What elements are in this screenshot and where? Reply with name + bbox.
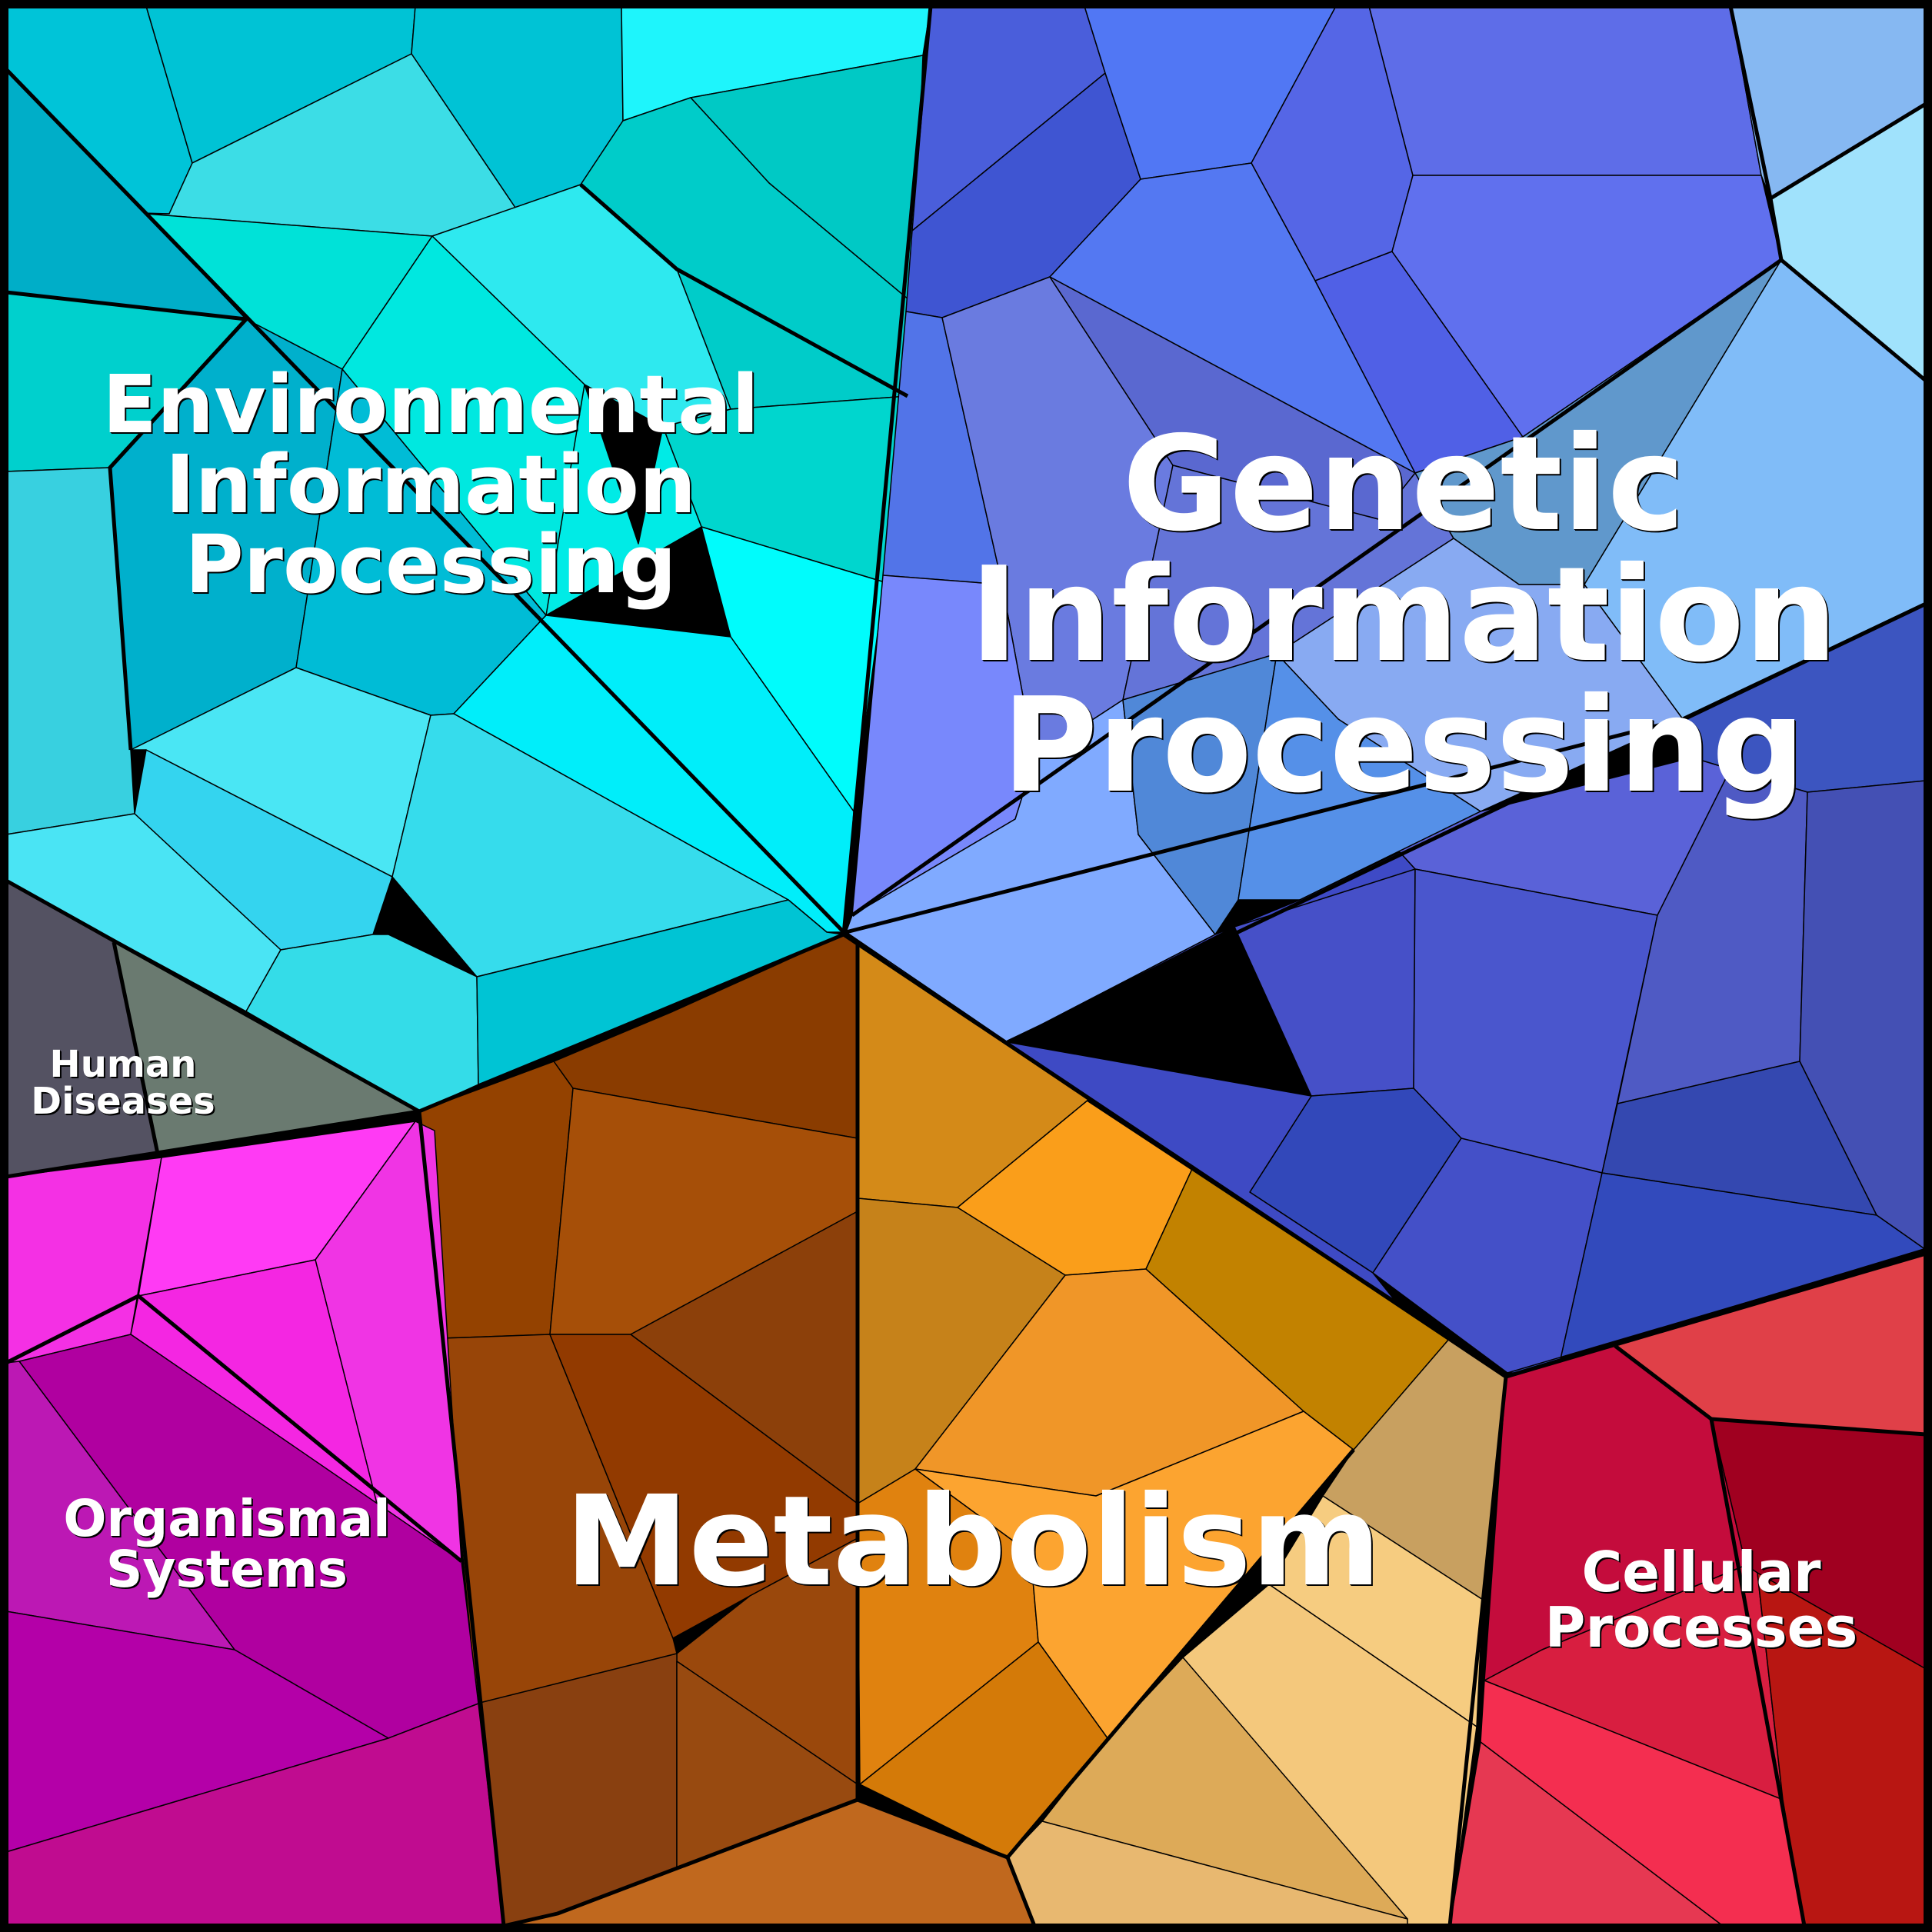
cells-layer [5, 5, 1927, 1927]
category-border-line [503, 1797, 858, 1928]
category-border-line [1505, 1251, 1927, 1379]
category-border-line [1710, 1417, 1927, 1437]
category-border-line [417, 1111, 506, 1927]
category-border-line [108, 318, 248, 751]
genetic-pathway-cell [1237, 653, 1481, 901]
genetic-pathway-cell [1234, 868, 1416, 1097]
category-organismal [5, 1121, 505, 1927]
category-border-line [112, 941, 160, 1154]
genetic-pathway-cell [1368, 5, 1762, 176]
category-environmental [5, 5, 931, 1112]
category-borders [5, 5, 1927, 1928]
category-cellular [1449, 1253, 1927, 1927]
category-border-line [5, 68, 845, 934]
category-border-line [1087, 1098, 1451, 1341]
category-border-line [5, 1294, 463, 1563]
category-border-line [5, 290, 247, 321]
category-border-line [1728, 5, 1784, 261]
category-border-line [1006, 601, 1927, 1044]
genetic-pathway-cell [1122, 653, 1277, 935]
category-border-line [579, 183, 909, 398]
environmental-pathway-cell [545, 384, 702, 616]
category-border-line [841, 5, 933, 935]
category-border-line [5, 1109, 420, 1179]
category-border-line [855, 944, 1037, 1927]
category-border-line [1006, 1448, 1355, 1859]
category-border-line [1769, 102, 1927, 201]
